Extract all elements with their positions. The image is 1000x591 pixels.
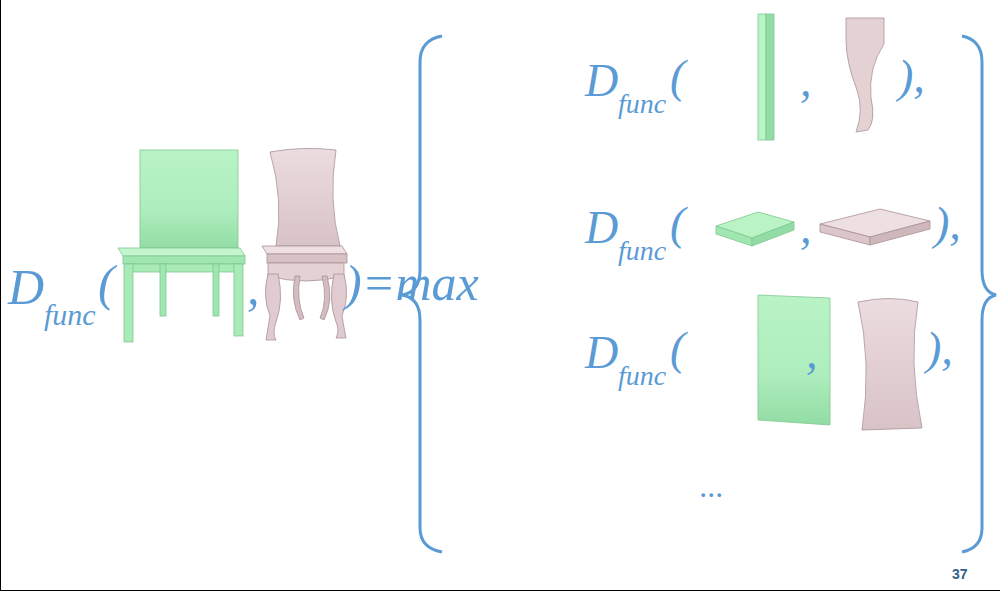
formula-symbol: D: [585, 58, 618, 104]
formula-operator: )=max: [345, 258, 479, 308]
slide-frame: [0, 0, 1, 591]
green-leg: [758, 14, 774, 140]
formula-subscript: func: [618, 90, 666, 118]
formula-subscript: func: [618, 237, 666, 265]
formula-subscript: func: [618, 362, 666, 390]
formula-symbol: D: [585, 205, 618, 251]
formula-comma: ,: [800, 205, 812, 251]
pink-seat: [820, 209, 930, 245]
formula-symbol: D: [585, 330, 618, 376]
formula-comma: ,: [247, 262, 260, 312]
page-number: 37: [952, 567, 968, 581]
pink-leg: [846, 18, 884, 132]
pink-chair: [262, 148, 347, 340]
green-back: [758, 295, 830, 425]
formula-paren: ),: [934, 201, 961, 247]
ellipsis: ...: [700, 470, 724, 502]
formula-paren: (: [670, 201, 685, 247]
formula-paren: (: [670, 54, 685, 100]
formula-comma: ,: [806, 330, 818, 376]
formula-comma: ,: [800, 58, 812, 104]
slide-frame: [0, 590, 1000, 591]
formula-symbol: D: [8, 262, 44, 312]
green-seat: [716, 212, 794, 246]
formula-paren: ),: [926, 326, 953, 372]
pink-back: [858, 299, 922, 431]
formula-subscript: func: [44, 300, 96, 330]
formula-paren: ),: [898, 54, 925, 100]
formula-paren: (: [670, 326, 685, 372]
formula-paren: (: [98, 258, 115, 308]
green-chair: [118, 150, 245, 342]
right-brace: [962, 36, 996, 552]
